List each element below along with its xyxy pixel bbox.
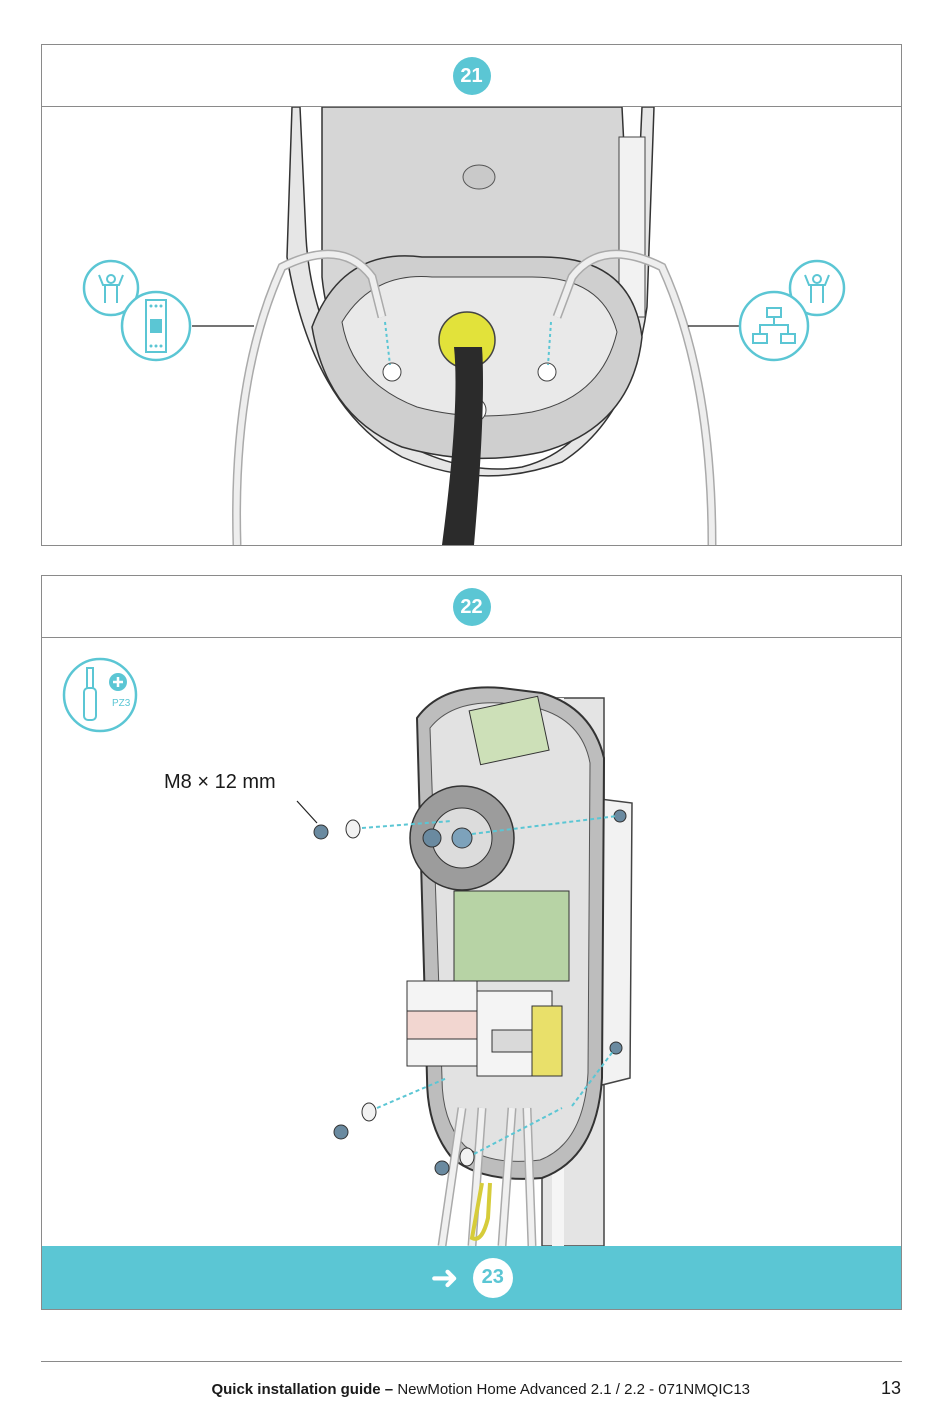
next-step-bar: ➜ 23 [42,1246,901,1309]
person-icon [82,259,140,317]
step-number-badge: 21 [452,57,491,95]
footer-title-bold: Quick installation guide – [211,1381,394,1398]
din-rail-module-icon [120,290,192,362]
screw-size-label: M8 × 12 mm [164,771,276,793]
step-22-panel: 22 PZ3 [41,575,902,1310]
next-step-badge: 23 [472,1257,513,1298]
footer-divider [41,1361,902,1362]
screwdriver-pz3-icon: PZ3 [62,657,138,733]
step-22-header: 22 [42,576,901,638]
step-number-badge: 22 [452,588,491,626]
step-21-header: 21 [42,45,901,107]
cable-routing-illustration [82,107,846,545]
step-21-panel: 21 [41,44,902,546]
page-number: 13 [880,1378,901,1398]
person-icon [788,259,846,317]
svg-text:PZ3: PZ3 [112,698,131,709]
network-diagram-icon [738,290,810,362]
footer-title-rest: NewMotion Home Advanced 2.1 / 2.2 - 071N… [393,1381,750,1398]
footer-title: Quick installation guide – NewMotion Hom… [211,1381,750,1398]
mounting-illustration: PZ3 [62,657,633,1246]
arrow-right-icon: ➜ [430,1258,459,1297]
